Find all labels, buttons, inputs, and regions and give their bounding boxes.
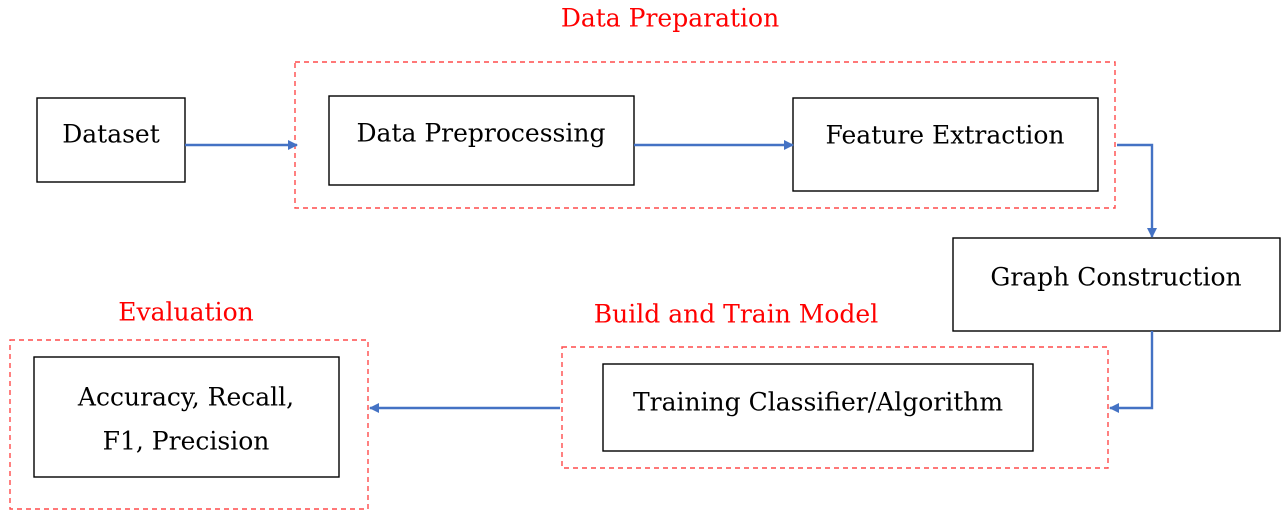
graph-construction-label: Graph Construction <box>990 263 1241 292</box>
arrow-graph-to-training <box>1109 331 1154 413</box>
dataset-box <box>36 97 186 183</box>
metrics-label-line1: Accuracy, Recall, <box>77 383 294 412</box>
data-preprocessing-box <box>328 95 635 186</box>
metrics-label-line2: F1, Precision <box>103 427 270 456</box>
graph-construction-box <box>952 237 1281 332</box>
data-preprocessing-label: Data Preprocessing <box>357 119 606 148</box>
group-label-evaluation: Evaluation <box>118 298 253 327</box>
feature-extraction-label: Feature Extraction <box>826 121 1065 150</box>
training-classifier-box <box>602 363 1034 452</box>
arrow-feature-extraction-to-graph <box>1117 143 1157 238</box>
training-classifier-label: Training Classifier/Algorithm <box>633 388 1003 417</box>
dataset-label: Dataset <box>62 120 160 149</box>
group-data-preparation <box>294 61 1116 209</box>
feature-extraction-box <box>792 97 1099 192</box>
group-build-and-train <box>561 346 1109 469</box>
group-evaluation <box>9 339 369 510</box>
group-label-build-and-train: Build and Train Model <box>594 300 878 329</box>
metrics-box <box>33 356 340 478</box>
group-label-data-preparation: Data Preparation <box>561 4 779 33</box>
